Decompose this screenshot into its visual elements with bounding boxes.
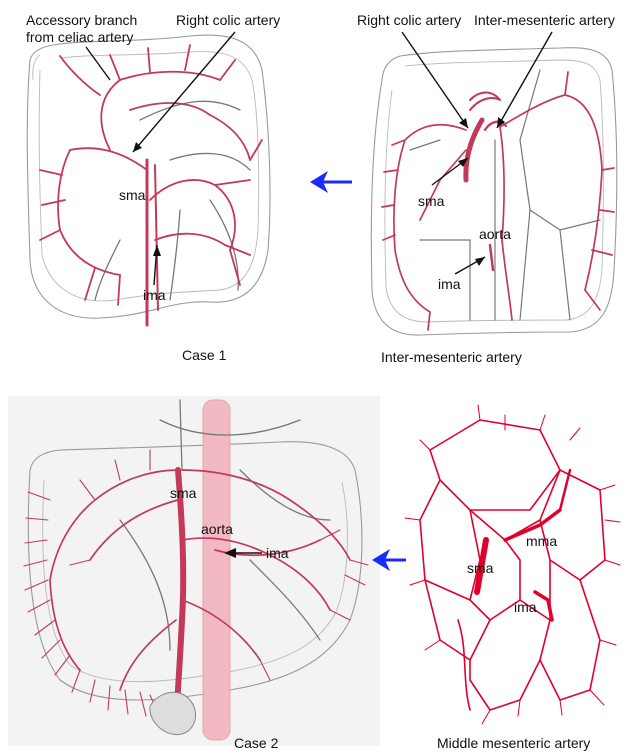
label-aorta-inter: aorta: [479, 226, 511, 242]
caption-case1: Case 1: [182, 347, 227, 363]
label-ima-case1: ima: [143, 287, 166, 303]
label-accessory-line2: from celiac artery: [26, 29, 133, 45]
label-sma-case2: sma: [170, 485, 197, 501]
leader-accessory: [86, 47, 110, 80]
case1-diagram: Accessory branch from celiac artery Righ…: [26, 12, 280, 363]
label-sma-mm: sma: [467, 560, 494, 576]
case2-aorta: [203, 400, 230, 740]
case2-background: [8, 396, 380, 746]
caption-middle-mesenteric: Middle mesenteric artery: [437, 735, 590, 751]
label-ima-inter: ima: [438, 276, 461, 292]
case1-colon-outline: [27, 35, 270, 318]
caption-case2: Case 2: [234, 735, 279, 751]
label-right-colic-case1: Right colic artery: [176, 12, 280, 28]
label-ima-case2: ima: [266, 545, 289, 561]
label-ima-mm: ima: [514, 599, 537, 615]
case1-colon-inner: [39, 52, 259, 301]
label-inter-mesenteric: Inter-mesenteric artery: [474, 12, 615, 28]
label-accessory-line1: Accessory branch: [26, 12, 137, 28]
inter-mesenteric-colon-outline: [371, 48, 616, 335]
inter-mesenteric-diagram: Right colic artery Inter-mesenteric arte…: [357, 12, 617, 365]
blue-arrow-icon: [310, 171, 352, 193]
label-sma-inter: sma: [418, 193, 445, 209]
label-right-colic-inter: Right colic artery: [357, 12, 461, 28]
middle-mesenteric-diagram: mma sma ima Middle mesenteric artery: [405, 405, 620, 751]
leader-right-colic-inter: [402, 32, 468, 128]
case2-diagram: sma aorta ima Case 2: [8, 396, 380, 751]
label-mma: mma: [526, 533, 557, 549]
caption-inter-mesenteric: Inter-mesenteric artery: [381, 349, 522, 365]
label-sma-case1: sma: [119, 187, 146, 203]
label-aorta-case2: aorta: [201, 521, 233, 537]
